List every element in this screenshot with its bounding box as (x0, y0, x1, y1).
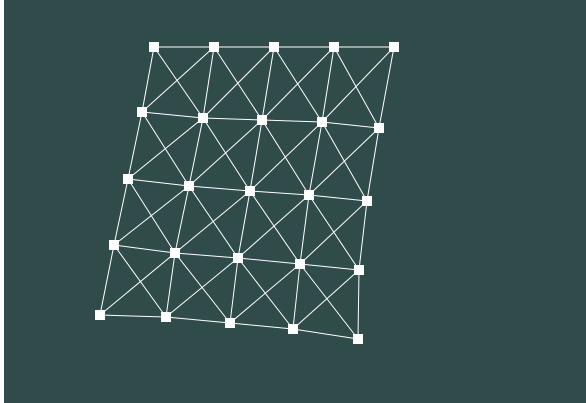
mesh-edge-vertical (292, 263, 301, 330)
mesh-edge-horizontal (202, 117, 263, 121)
mesh-edge-vertical (141, 46, 155, 113)
mesh-control-point[interactable] (374, 123, 384, 133)
mesh-edge-vertical (188, 117, 204, 187)
mesh-edge-vertical (357, 269, 360, 340)
mesh-edge-diagonal (165, 257, 239, 318)
mesh-edge-diagonal (321, 46, 395, 123)
warp-mesh[interactable] (4, 0, 586, 403)
mesh-edge-vertical (174, 185, 190, 254)
mesh-edge-vertical (358, 200, 368, 271)
mesh-edge-vertical (308, 121, 323, 196)
mesh-edge-vertical (237, 190, 251, 259)
mesh-edge-diagonal (308, 127, 380, 196)
mesh-edge-horizontal (321, 121, 380, 129)
mesh-edge-horizontal (188, 185, 251, 192)
mesh-control-point[interactable] (123, 174, 133, 184)
mesh-edge-vertical (366, 127, 380, 202)
mesh-edge-vertical (165, 252, 176, 318)
mesh-control-point[interactable] (389, 42, 399, 52)
mesh-edge-diagonal (113, 244, 167, 318)
mesh-control-point[interactable] (304, 190, 314, 200)
mesh-edge-diagonal (299, 200, 368, 265)
mesh-edge-diagonal (188, 119, 263, 187)
mesh-control-point[interactable] (317, 117, 327, 127)
mesh-canvas[interactable] (4, 0, 586, 403)
mesh-edge-diagonal (174, 252, 231, 324)
mesh-edge-vertical (378, 46, 395, 129)
mesh-edge-horizontal (99, 314, 167, 318)
mesh-edge-diagonal (202, 117, 251, 192)
mesh-control-point[interactable] (95, 310, 105, 320)
mesh-edge-diagonal (174, 190, 251, 254)
mesh-edge-horizontal (127, 178, 190, 187)
mesh-control-point[interactable] (161, 312, 171, 322)
mesh-control-point[interactable] (269, 42, 279, 52)
mesh-edge-vertical (127, 111, 143, 180)
mesh-edge-horizontal (237, 257, 301, 265)
mesh-control-point[interactable] (245, 186, 255, 196)
mesh-control-point[interactable] (170, 248, 180, 258)
mesh-edge-vertical (261, 46, 275, 121)
mesh-edge-horizontal (165, 316, 231, 324)
mesh-control-point[interactable] (198, 113, 208, 123)
mesh-control-point[interactable] (329, 42, 339, 52)
mesh-control-point[interactable] (184, 181, 194, 191)
mesh-edge-vertical (202, 46, 215, 119)
mesh-control-point[interactable] (209, 42, 219, 52)
mesh-edge-vertical (299, 194, 310, 265)
mesh-edge-horizontal (292, 328, 359, 340)
mesh-edge-diagonal (299, 263, 359, 340)
mesh-control-point[interactable] (353, 334, 363, 344)
mesh-edge-diagonal (141, 46, 215, 113)
mesh-edge-horizontal (308, 194, 368, 202)
mesh-control-point[interactable] (295, 259, 305, 269)
mesh-control-point[interactable] (109, 240, 119, 250)
mesh-edge-horizontal (141, 111, 204, 119)
mesh-edge-diagonal (229, 263, 301, 324)
mesh-edge-diagonal (333, 46, 380, 129)
mesh-edge-vertical (229, 257, 239, 324)
mesh-edge-diagonal (127, 117, 204, 180)
mesh-control-point[interactable] (137, 107, 147, 117)
mesh-edge-diagonal (99, 252, 176, 316)
mesh-edge-diagonal (237, 194, 310, 259)
mesh-edges (99, 46, 395, 340)
mesh-edge-horizontal (229, 322, 294, 330)
mesh-edge-vertical (99, 244, 115, 316)
mesh-edge-diagonal (249, 121, 323, 192)
mesh-edge-diagonal (188, 185, 239, 259)
mesh-edge-diagonal (202, 46, 275, 119)
mesh-edge-diagonal (153, 46, 204, 119)
mesh-edge-diagonal (261, 46, 335, 121)
mesh-edge-diagonal (292, 269, 360, 330)
mesh-control-point[interactable] (233, 253, 243, 263)
mesh-control-point[interactable] (257, 115, 267, 125)
mesh-edge-horizontal (261, 119, 323, 123)
mesh-control-point[interactable] (288, 324, 298, 334)
mesh-edge-diagonal (273, 46, 323, 123)
mesh-edge-horizontal (113, 244, 176, 254)
mesh-edge-horizontal (299, 263, 360, 271)
mesh-control-point[interactable] (149, 42, 159, 52)
mesh-edge-horizontal (174, 252, 239, 259)
mesh-edge-vertical (249, 119, 263, 192)
mesh-control-point[interactable] (362, 196, 372, 206)
mesh-edge-horizontal (249, 190, 310, 196)
mesh-edge-vertical (321, 46, 335, 123)
mesh-edge-diagonal (249, 190, 301, 265)
mesh-nodes[interactable] (95, 42, 399, 344)
mesh-control-point[interactable] (225, 318, 235, 328)
mesh-edge-vertical (113, 178, 129, 246)
mesh-control-point[interactable] (354, 265, 364, 275)
mesh-edge-diagonal (113, 185, 190, 246)
